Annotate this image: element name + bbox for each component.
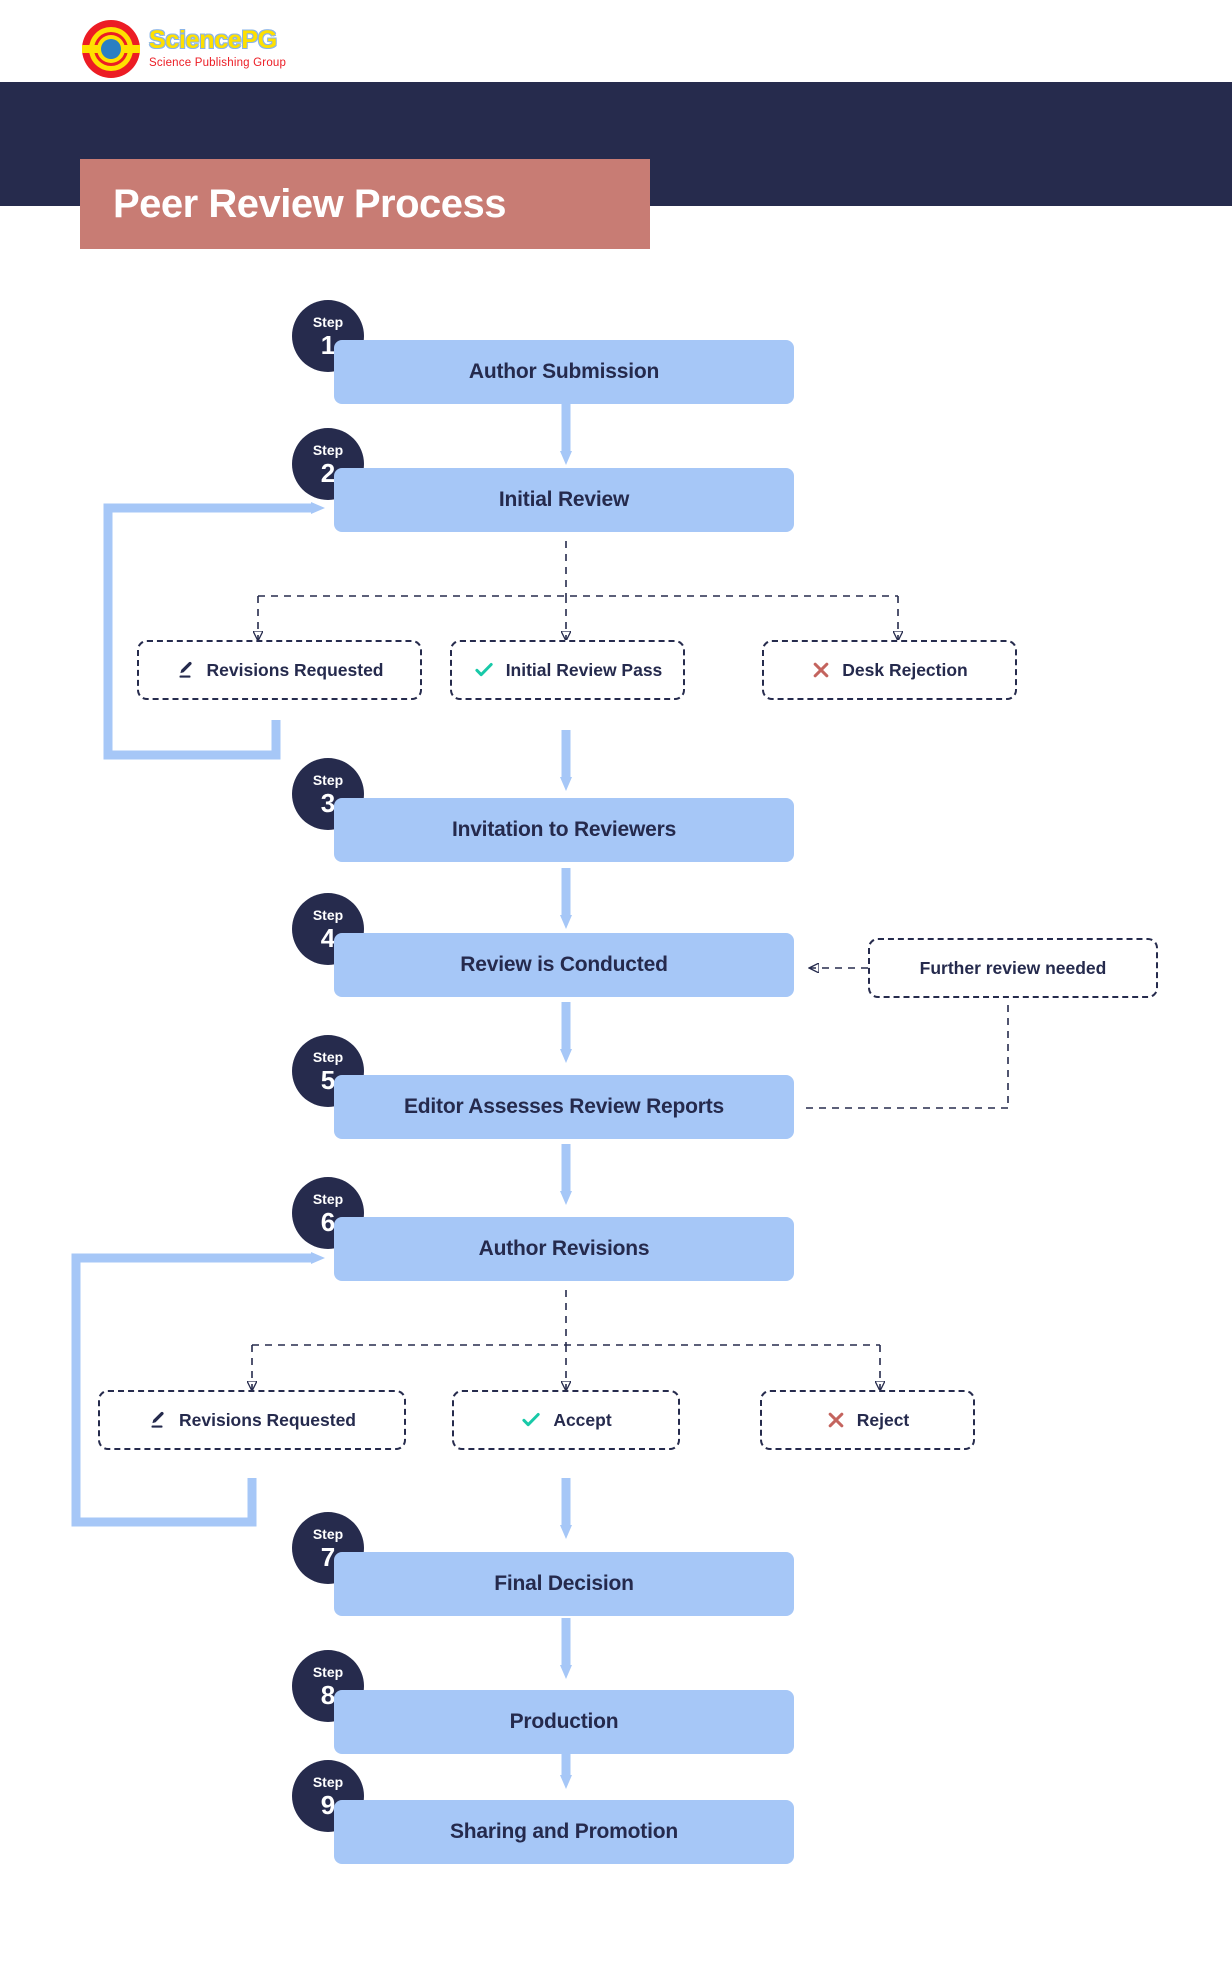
sciencepg-circle-logo-icon — [82, 20, 140, 78]
note-label: Further review needed — [919, 957, 1107, 978]
step-badge-number-6: 6 — [320, 1206, 336, 1237]
decision-label-1a: Revisions Requested — [206, 659, 384, 680]
step-badge-label-5: Step — [312, 1048, 344, 1065]
decision-revisions-requested-2[interactable]: Revisions Requested — [98, 1390, 406, 1450]
step-badge-label-8: Step — [312, 1663, 344, 1680]
decision-label-2b: Accept — [553, 1409, 612, 1430]
title-band: Peer Review Process — [80, 159, 650, 249]
step-box-editor-assesses-review-reports[interactable]: Editor Assesses Review Reports — [334, 1075, 794, 1139]
step-badge-label-2: Step — [312, 441, 344, 458]
step-box-initial-review[interactable]: Initial Review — [334, 468, 794, 532]
step-badge-label-4: Step — [312, 906, 344, 923]
cross-icon — [811, 660, 831, 680]
step-label-9: Sharing and Promotion — [450, 1820, 678, 1843]
step-label-3: Invitation to Reviewers — [451, 818, 677, 841]
step-box-production[interactable]: Production — [334, 1690, 794, 1754]
note-further-review-needed[interactable]: Further review needed — [868, 938, 1158, 998]
step-label-4: Review is Conducted — [460, 953, 668, 976]
step-badge-label-7: Step — [312, 1525, 344, 1542]
decision-label-1c: Desk Rejection — [842, 659, 968, 680]
step-label-2: Initial Review — [498, 488, 630, 511]
step-badge-label-3: Step — [312, 771, 344, 788]
step-badge-number-5: 5 — [320, 1064, 336, 1095]
step-label-7: Final Decision — [494, 1572, 634, 1595]
step-badge-number-2: 2 — [320, 457, 336, 488]
step-label-6: Author Revisions — [478, 1237, 650, 1260]
step-box-review-is-conducted[interactable]: Review is Conducted — [334, 933, 794, 997]
decision-desk-rejection[interactable]: Desk Rejection — [762, 640, 1017, 700]
step-box-final-decision[interactable]: Final Decision — [334, 1552, 794, 1616]
page-title: Peer Review Process — [113, 181, 506, 226]
brand-tagline: Science Publishing Group — [149, 57, 287, 70]
decision-label-1b: Initial Review Pass — [505, 659, 663, 680]
step-badge-label-9: Step — [312, 1773, 344, 1790]
check-icon — [473, 660, 495, 680]
decision-label-2a: Revisions Requested — [179, 1409, 356, 1430]
pencil-icon — [176, 660, 196, 680]
step-box-author-submission[interactable]: Author Submission — [334, 340, 794, 404]
step-badge-number-4: 4 — [320, 922, 336, 953]
decision-initial-review-pass[interactable]: Initial Review Pass — [450, 640, 685, 700]
step-box-author-revisions[interactable]: Author Revisions — [334, 1217, 794, 1281]
cross-icon — [826, 1410, 846, 1430]
decision-revisions-requested-1[interactable]: Revisions Requested — [137, 640, 422, 700]
step-badge-label-6: Step — [312, 1190, 344, 1207]
brand-logo[interactable]: SciencePG Science Publishing Group — [82, 20, 286, 78]
pencil-icon — [148, 1410, 168, 1430]
step-badge-number-3: 3 — [320, 787, 336, 818]
step-label-1: Author Submission — [468, 360, 660, 383]
decision-accept[interactable]: Accept — [452, 1390, 680, 1450]
step-box-sharing-and-promotion[interactable]: Sharing and Promotion — [334, 1800, 794, 1864]
step-badge-number-9: 9 — [320, 1789, 336, 1820]
step-badge-label-1: Step — [312, 313, 344, 330]
step-badge-4: Step 4 — [292, 893, 364, 965]
step-box-invitation-to-reviewers[interactable]: Invitation to Reviewers — [334, 798, 794, 862]
feedback-loop-author-revisions — [71, 1252, 325, 1527]
step-label-5: Editor Assesses Review Reports — [403, 1095, 725, 1118]
step-badge-number-8: 8 — [320, 1679, 336, 1710]
step-label-8: Production — [509, 1710, 619, 1733]
feedback-loop-initial-review — [103, 502, 325, 760]
step-badge-number-7: 7 — [320, 1541, 336, 1572]
decision-reject[interactable]: Reject — [760, 1390, 975, 1450]
check-icon — [520, 1410, 542, 1430]
step-badge-number-1: 1 — [320, 329, 336, 360]
brand-name: SciencePG — [149, 26, 277, 55]
decision-label-2c: Reject — [856, 1409, 910, 1430]
step-badge-2: Step 2 — [292, 428, 364, 500]
